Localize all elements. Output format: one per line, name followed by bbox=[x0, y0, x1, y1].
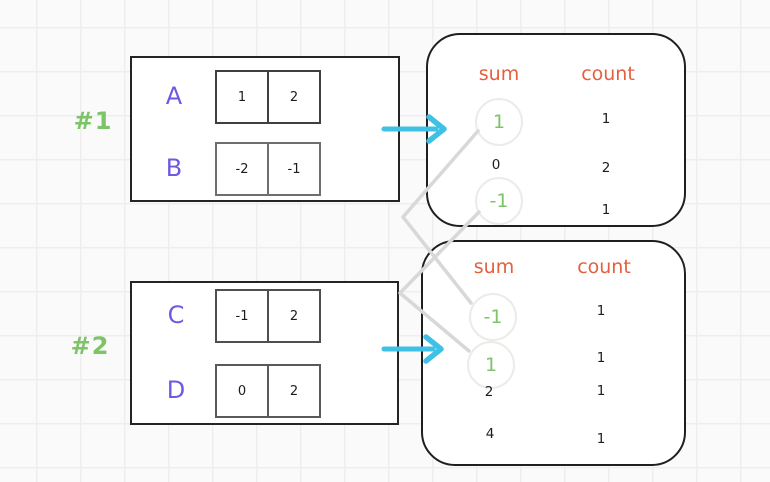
array-d-cell-0: 0 bbox=[215, 364, 269, 418]
array-a-cell-1: 2 bbox=[267, 70, 321, 124]
array-b-cells: -2 -1 bbox=[215, 142, 321, 196]
map2-count-value-0: 1 bbox=[596, 303, 606, 319]
array-a-cell-0: 1 bbox=[215, 70, 269, 124]
array-a-label: A bbox=[165, 82, 183, 110]
map1-count-value-2: 1 bbox=[601, 202, 611, 218]
map1-count-value-1: 2 bbox=[601, 160, 611, 176]
map2-count-value-2: 1 bbox=[596, 383, 606, 399]
array-c-label: C bbox=[167, 301, 185, 329]
map2-sum-value-0: -1 bbox=[483, 306, 503, 328]
map2-sum-highlight-circle: 1 bbox=[467, 341, 515, 389]
map1-sum-value-2: -1 bbox=[489, 190, 509, 212]
map1-count-header: count bbox=[581, 63, 635, 85]
map2-box: sum count -1 1 1 1 2 1 4 1 bbox=[421, 240, 686, 466]
map2-sum-value-3: 4 bbox=[485, 426, 495, 442]
map2-count-value-3: 1 bbox=[596, 431, 606, 447]
array-c-cells: -1 2 bbox=[215, 289, 321, 343]
array-c-cell-1: 2 bbox=[267, 289, 321, 343]
array-b-label: B bbox=[165, 154, 183, 182]
array-d-cell-1: 2 bbox=[267, 364, 321, 418]
array-d-label: D bbox=[166, 376, 186, 404]
map2-sum-header: sum bbox=[473, 256, 515, 278]
map1-sum-header: sum bbox=[478, 63, 520, 85]
map2-count-value-1: 1 bbox=[596, 350, 606, 366]
map2-count-header: count bbox=[577, 256, 631, 278]
array-a-cells: 1 2 bbox=[215, 70, 321, 124]
map1-sum-highlight-circle: 1 bbox=[475, 98, 523, 146]
map2-sum-value-1: 1 bbox=[484, 354, 498, 376]
array-b-cell-1: -1 bbox=[267, 142, 321, 196]
map2-sum-highlight-circle: -1 bbox=[469, 293, 517, 341]
group1-tag: #1 bbox=[73, 107, 113, 135]
group2-box: C -1 2 D 0 2 bbox=[130, 281, 399, 425]
group1-box: A 1 2 B -2 -1 bbox=[130, 56, 400, 202]
map1-sum-value-1: 0 bbox=[491, 157, 501, 173]
map1-box: sum count 1 1 0 2 -1 1 bbox=[426, 33, 686, 227]
map1-count-value-0: 1 bbox=[601, 111, 611, 127]
map1-sum-highlight-circle: -1 bbox=[475, 177, 523, 225]
array-c-cell-0: -1 bbox=[215, 289, 269, 343]
map2-sum-value-2: 2 bbox=[484, 384, 494, 400]
array-d-cells: 0 2 bbox=[215, 364, 321, 418]
map1-sum-value-0: 1 bbox=[492, 111, 506, 133]
group2-tag: #2 bbox=[70, 332, 110, 360]
array-b-cell-0: -2 bbox=[215, 142, 269, 196]
